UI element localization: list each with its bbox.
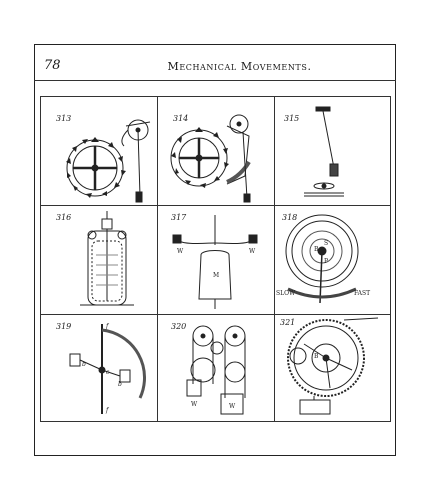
figure-314: 314: [157, 96, 274, 205]
figure-number: 313: [56, 114, 72, 123]
figure-number: 314: [173, 114, 189, 123]
figure-grid: [40, 96, 391, 422]
tank-governor-drawing: [80, 211, 134, 306]
figure-number: 319: [56, 322, 72, 331]
figure-320: 320 W W: [157, 314, 274, 422]
figure-321: 321 B: [274, 314, 391, 422]
page-title: Mechanical Movements.: [167, 60, 312, 73]
label-s: S: [324, 240, 328, 247]
label-slow: SLOW: [276, 290, 296, 297]
label-b: B: [314, 246, 319, 253]
escapement-anchor-drawing: [170, 114, 251, 203]
label-b-right: b: [118, 381, 122, 388]
gear-train-drawing: B: [287, 317, 379, 415]
pendulum-drawing: [304, 106, 344, 197]
grid-divider-horizontal: [40, 205, 391, 206]
figure-313: 313: [40, 96, 157, 205]
grid-divider-vertical: [274, 96, 275, 422]
header-rule: [34, 80, 396, 81]
label-m: M: [213, 272, 219, 279]
figure-number: 318: [282, 213, 298, 222]
figure-number: 315: [284, 114, 300, 123]
figure-number: 316: [56, 213, 72, 222]
page-number: 78: [44, 58, 61, 73]
grid-divider-horizontal: [40, 314, 391, 315]
label-w-left: W: [191, 401, 198, 408]
figure-316: 316: [40, 205, 157, 314]
figure-315: 315: [274, 96, 391, 205]
figure-number: 317: [171, 213, 187, 222]
label-b-left: b: [82, 361, 86, 368]
label-fast: FAST: [354, 290, 370, 297]
label-f-bottom: f: [105, 407, 110, 414]
label-b: B: [314, 353, 319, 360]
label-w-left: W: [177, 248, 184, 255]
label-c: c: [106, 369, 110, 376]
figure-number: 320: [171, 322, 187, 331]
label-f-top: f: [105, 323, 110, 330]
pulley-weights-drawing: W W: [186, 325, 246, 415]
label-p: P: [324, 258, 328, 265]
balance-lever-drawing: f c b b f: [69, 323, 146, 414]
ball-governor-drawing: W W M: [172, 215, 258, 309]
figure-319: 319 f c b b f: [40, 314, 157, 422]
figure-317: 317 W W M: [157, 205, 274, 314]
label-w-right: W: [249, 248, 256, 255]
escapement-wheel-drawing: [66, 119, 151, 203]
grid-divider-vertical: [157, 96, 158, 422]
figure-318: 318 B S P SLOW FAST: [274, 205, 391, 314]
regulator-dial-drawing: B S P SLOW FAST: [276, 214, 370, 304]
figure-number: 321: [280, 318, 296, 327]
label-w-right: W: [229, 403, 236, 410]
page-border: [34, 44, 396, 456]
